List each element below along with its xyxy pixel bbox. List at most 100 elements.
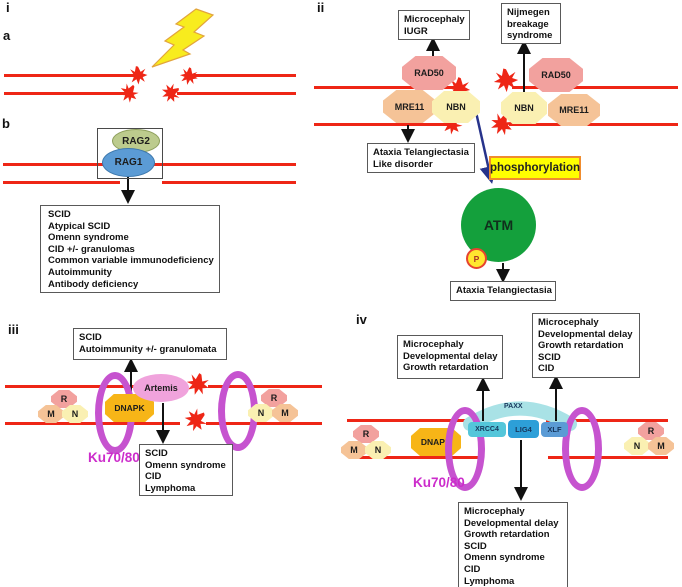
- disease-line: Microcephaly: [403, 339, 464, 350]
- dna-strand: [206, 422, 322, 425]
- dna-strand: [509, 123, 678, 126]
- atld-box: Ataxia Telangiectasia Like disorder: [367, 143, 475, 173]
- dna-break-burst-icon: [115, 80, 142, 107]
- disease-line: Ataxia Telangiectasia: [373, 147, 469, 158]
- r-label: R: [270, 393, 278, 403]
- rag-complex-frame: [97, 128, 163, 179]
- artemis-protein: Artemis: [133, 374, 189, 402]
- dna-break-burst-icon: [158, 81, 183, 106]
- dna-strand: [162, 181, 296, 184]
- dna-strand: [314, 86, 456, 89]
- nbn-protein: NBN: [432, 91, 480, 123]
- dna-strand: [5, 385, 187, 388]
- dna-break-burst-icon: [177, 65, 200, 88]
- disease-line: CID: [145, 471, 162, 483]
- rad50-small: R: [261, 389, 287, 407]
- phosphorylation-arrow: [474, 111, 497, 184]
- disease-line: SCID: [145, 448, 168, 459]
- lig4-label: LIG4: [515, 424, 532, 434]
- rad50-label: RAD50: [541, 70, 571, 80]
- disease-line: breakage: [507, 18, 549, 30]
- r-label: R: [60, 394, 68, 404]
- r-label: R: [362, 429, 370, 439]
- dna-strand: [349, 456, 481, 459]
- rag2-label: RAG2: [122, 135, 150, 147]
- dna-break-burst-icon: [128, 66, 148, 85]
- mre11-protein: MRE11: [383, 90, 436, 123]
- disease-line: SCID: [48, 209, 71, 220]
- disease-line: Like disorder: [373, 158, 433, 170]
- mre11-protein: MRE11: [548, 94, 600, 126]
- disease-line: SCID: [79, 332, 102, 343]
- mre11-label: MRE11: [394, 101, 425, 112]
- ku70-80-label: Ku70/80: [88, 450, 140, 465]
- xrcc4-label: XRCC4: [475, 426, 499, 433]
- rag1-label: RAG1: [114, 157, 143, 168]
- rad50-protein: RAD50: [529, 58, 583, 92]
- mre11-small: M: [38, 405, 64, 423]
- disease-line: Ataxia Telangiectasia: [456, 285, 552, 296]
- dna-break-burst-icon: [493, 68, 519, 93]
- dna-strand: [4, 92, 128, 95]
- panel-i-label: i: [6, 0, 10, 15]
- phosphate-badge: P: [466, 248, 487, 269]
- ku70-80-ring: [445, 407, 485, 491]
- disease-line: SCID: [538, 351, 561, 363]
- rad50-label: RAD50: [414, 68, 444, 78]
- dna-strand: [548, 456, 668, 459]
- disease-line: CID: [538, 363, 555, 375]
- disease-line: Microcephaly: [464, 506, 525, 517]
- panel-iii-label: iii: [8, 322, 19, 337]
- disease-line: Lymphoma: [145, 482, 196, 494]
- n-label: N: [71, 409, 79, 419]
- disease-line: Growth retardation: [538, 340, 624, 352]
- paxx-label: PAXX: [504, 403, 523, 410]
- dna-strand: [5, 422, 180, 425]
- m-label: M: [47, 409, 55, 419]
- nbn-label: NBN: [446, 102, 466, 112]
- disease-line: Omenn syndrome: [48, 232, 129, 244]
- disease-line: Lymphoma: [464, 575, 515, 587]
- disease-line: Omenn syndrome: [145, 459, 226, 471]
- r-label: R: [647, 426, 655, 436]
- dna-strand: [4, 74, 135, 77]
- disease-line: Microcephaly: [404, 14, 465, 25]
- panel-b-label: b: [2, 116, 10, 131]
- lig4-protein: LIG4: [508, 420, 539, 438]
- disease-line: Antibody deficiency: [48, 278, 139, 290]
- disease-line: syndrome: [507, 30, 553, 42]
- disease-line: Nijmegen: [507, 7, 550, 18]
- panel-ii-label: ii: [317, 0, 325, 15]
- dnapk-label: DNAPK: [420, 437, 452, 447]
- mre11-small: M: [648, 437, 674, 455]
- nbn-protein: NBN: [501, 92, 547, 124]
- disease-line: IUGR: [404, 25, 428, 37]
- rad50-small: R: [638, 422, 664, 440]
- mre11-small: M: [272, 404, 298, 422]
- disease-line: CID: [464, 563, 481, 575]
- disease-line: Developmental delay: [538, 328, 633, 340]
- disease-line: Autoimmunity: [48, 266, 112, 278]
- xlf-protein: XLF: [541, 422, 568, 437]
- nbn-small: N: [365, 441, 391, 459]
- atm-label: ATM: [483, 217, 514, 233]
- panel-iv-label: iv: [356, 312, 367, 327]
- dna-strand: [208, 385, 322, 388]
- xlf-disease-box: Microcephaly Developmental delay Growth …: [532, 313, 640, 378]
- lightning-bolt-icon: [151, 8, 215, 68]
- xrcc4-protein: XRCC4: [468, 422, 506, 437]
- disease-line: Autoimmunity +/- granulomata: [79, 343, 217, 355]
- rag-disease-box: SCID Atypical SCID Omenn syndrome CID +/…: [40, 205, 220, 293]
- mre11-small: M: [341, 441, 367, 459]
- disease-line: Developmental delay: [403, 350, 498, 362]
- disease-line: Developmental delay: [464, 517, 559, 529]
- n-label: N: [257, 408, 265, 418]
- disease-line: Common variable immunodeficiency: [48, 255, 214, 267]
- dna-strand: [193, 74, 296, 77]
- paxx-arc: [463, 401, 577, 431]
- n-label: N: [374, 445, 382, 455]
- microcephaly-iugr-box: Microcephaly IUGR: [398, 10, 470, 40]
- dnapk-label: DNAPK: [114, 403, 145, 413]
